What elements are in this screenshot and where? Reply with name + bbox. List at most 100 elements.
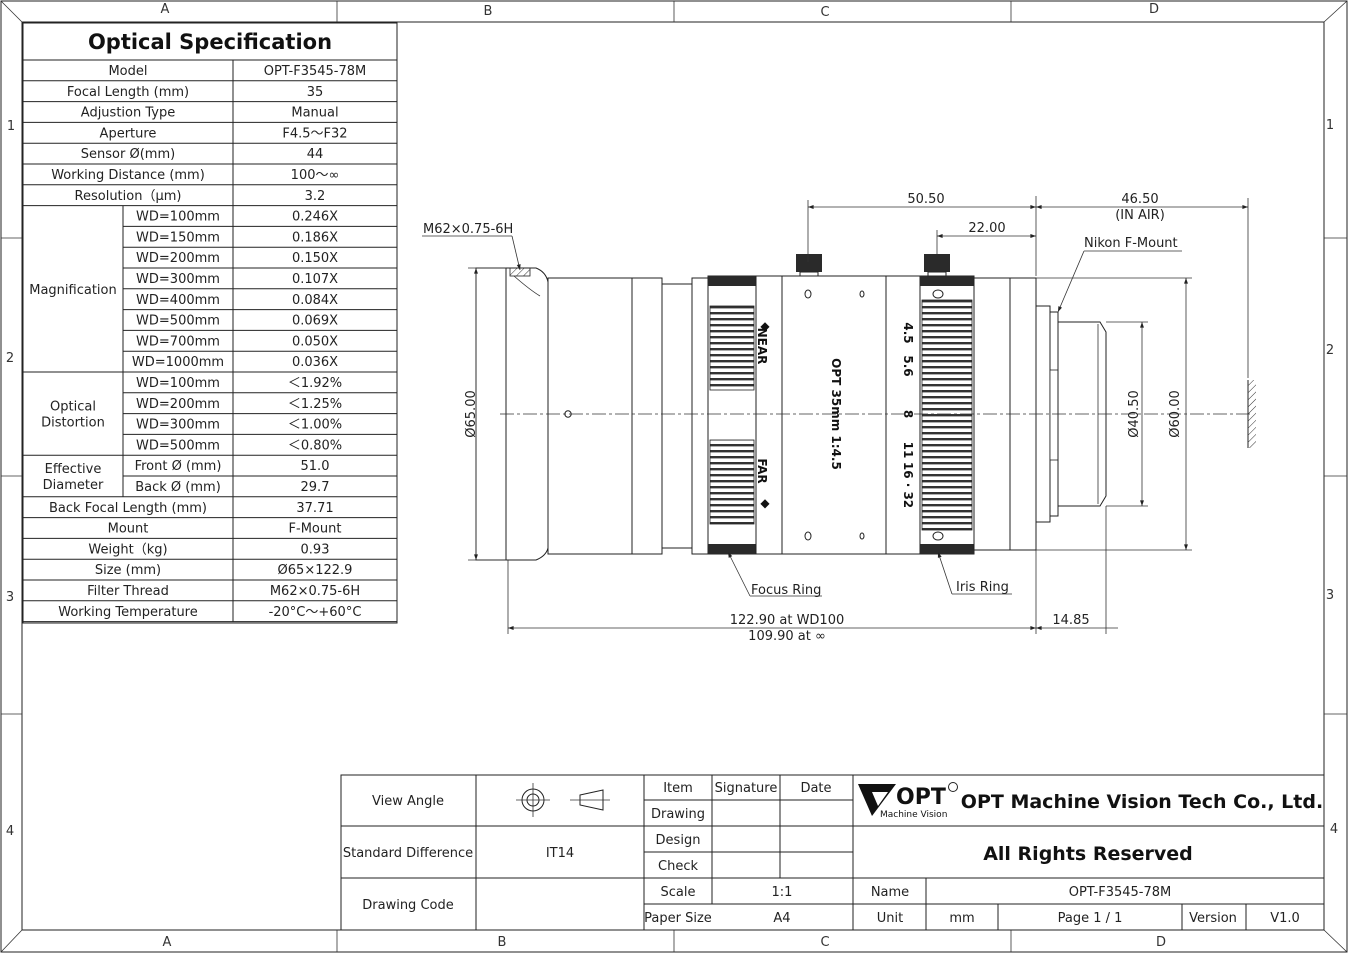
spec-group-label: Diameter [43, 478, 104, 493]
spec-value: F-Mount [289, 522, 342, 537]
spec-value: OPT-F3545-78M [264, 64, 367, 79]
spec-label: Size (mm) [95, 563, 161, 578]
spec-label: Resolution（μm) [75, 189, 182, 204]
spec-value: F4.5～F32 [282, 126, 347, 141]
scale-label: Scale [661, 885, 696, 900]
spec-value: Ø65×122.9 [278, 563, 353, 578]
mount-label: Nikon F-Mount [1084, 236, 1178, 251]
design-label: Design [656, 833, 701, 848]
spec-label: Model [108, 64, 147, 79]
spec-sublabel: WD=1000mm [132, 355, 224, 370]
spec-label: Working Temperature [58, 605, 198, 620]
dim-50-50: 50.50 [907, 192, 944, 207]
spec-sublabel: Back Ø (mm) [135, 480, 221, 495]
spec-sublabel: WD=300mm [136, 272, 220, 287]
date-label: Date [800, 781, 831, 796]
iris-lock-screw [924, 254, 950, 272]
zone-col-b-bottom: B [498, 935, 507, 950]
spec-label: Focal Length (mm) [67, 85, 189, 100]
spec-label: Weight（kg) [88, 542, 167, 557]
standard-difference-label: Standard Difference [343, 846, 473, 861]
zone-col-c-top: C [820, 5, 829, 20]
fstop-5: 16 · 32 [901, 462, 915, 508]
spec-value: 37.71 [296, 501, 333, 516]
spec-value: 100～∞ [291, 168, 340, 183]
fstop-1: 4.5 [901, 322, 915, 343]
zone-col-b-top: B [484, 4, 493, 19]
spec-value: 0.93 [301, 542, 330, 557]
page-number: Page 1 / 1 [1058, 911, 1123, 926]
dia-60-label: Ø60.00 [1168, 390, 1183, 437]
item-label: Item [663, 781, 693, 796]
fstop-2: 5.6 [901, 355, 915, 376]
spec-label: Mount [108, 522, 149, 537]
projection-symbol-icon [516, 783, 610, 817]
logo-text: OPT [896, 785, 946, 810]
lens-side-view: NEAR FAR ◆ ◆ OPT 35mm 1:4.5 4.5 5.6 8 11… [475, 254, 1256, 561]
zone-row-1-left: 1 [7, 119, 15, 134]
spec-label: Back Focal Length (mm) [49, 501, 207, 516]
paper-size-label: Paper Size [644, 911, 712, 926]
fstop-4: 11 [901, 442, 915, 459]
zone-row-3-left: 3 [6, 590, 14, 605]
spec-value: 0.084X [292, 293, 338, 308]
spec-label: Adjustion Type [81, 106, 175, 121]
zone-col-c-bottom: C [820, 935, 829, 950]
spec-value: ＜0.80% [288, 438, 342, 453]
version-value: V1.0 [1270, 911, 1300, 926]
spec-sublabel: WD=400mm [136, 293, 220, 308]
rights-text: All Rights Reserved [983, 843, 1193, 865]
scale-value: 1:1 [772, 885, 793, 900]
length-wd100: 122.90 at WD100 [730, 613, 845, 628]
view-angle-label: View Angle [372, 794, 444, 809]
spec-sublabel: WD=700mm [136, 334, 220, 349]
spec-sublabel: WD=300mm [136, 418, 220, 433]
dia-40-label: Ø40.50 [1127, 390, 1142, 437]
signature-label: Signature [715, 781, 778, 796]
spec-sublabel: WD=150mm [136, 230, 220, 245]
length-infinity: 109.90 at ∞ [748, 629, 826, 644]
thread-label: M62×0.75-6H [423, 222, 513, 237]
zone-row-2-left: 2 [6, 351, 14, 366]
spec-value: 0.186X [292, 230, 338, 245]
zone-col-a-top: A [161, 2, 170, 17]
zone-col-a-bottom: A [163, 935, 172, 950]
logo-subtext: Machine Vision [880, 810, 947, 820]
spec-label: Sensor Ø(mm) [81, 147, 175, 162]
drawing-code-label: Drawing Code [362, 898, 453, 913]
zone-row-3-right: 3 [1326, 588, 1334, 603]
spec-sublabel: WD=100mm [136, 376, 220, 391]
near-arrow-icon: ◆ [760, 319, 770, 333]
spec-value: 0.069X [292, 314, 338, 329]
name-label: Name [871, 885, 909, 900]
spec-value: 44 [307, 147, 324, 162]
focus-near-label: NEAR [755, 328, 769, 365]
dim-14-85: 14.85 [1052, 613, 1089, 628]
spec-value: 0.150X [292, 251, 338, 266]
focus-far-label: FAR [755, 458, 769, 483]
spec-sublabel: WD=100mm [136, 210, 220, 225]
zone-row-1-right: 1 [1326, 118, 1334, 133]
spec-value: ＜1.92% [288, 376, 342, 391]
dim-22-00: 22.00 [968, 221, 1005, 236]
spec-label: Filter Thread [87, 584, 169, 599]
spec-sublabel: WD=200mm [136, 251, 220, 266]
zone-col-d-bottom: D [1156, 935, 1166, 950]
spec-value: -20°C～+60°C [269, 605, 362, 620]
spec-value: ＜1.00% [288, 418, 342, 433]
spec-value: 35 [307, 85, 324, 100]
spec-value: 0.050X [292, 334, 338, 349]
spec-value: 3.2 [305, 189, 326, 204]
spec-value: 51.0 [301, 459, 330, 474]
dim-46-50: 46.50 [1121, 192, 1158, 207]
drawing-label: Drawing [651, 807, 705, 822]
standard-difference-value: IT14 [546, 846, 574, 861]
company-name: OPT Machine Vision Tech Co., Ltd. [961, 791, 1323, 813]
focus-lock-screw [796, 254, 822, 272]
spec-value: 0.107X [292, 272, 338, 287]
version-label: Version [1189, 911, 1237, 926]
spec-value: 0.036X [292, 355, 338, 370]
name-value: OPT-F3545-78M [1069, 885, 1172, 900]
